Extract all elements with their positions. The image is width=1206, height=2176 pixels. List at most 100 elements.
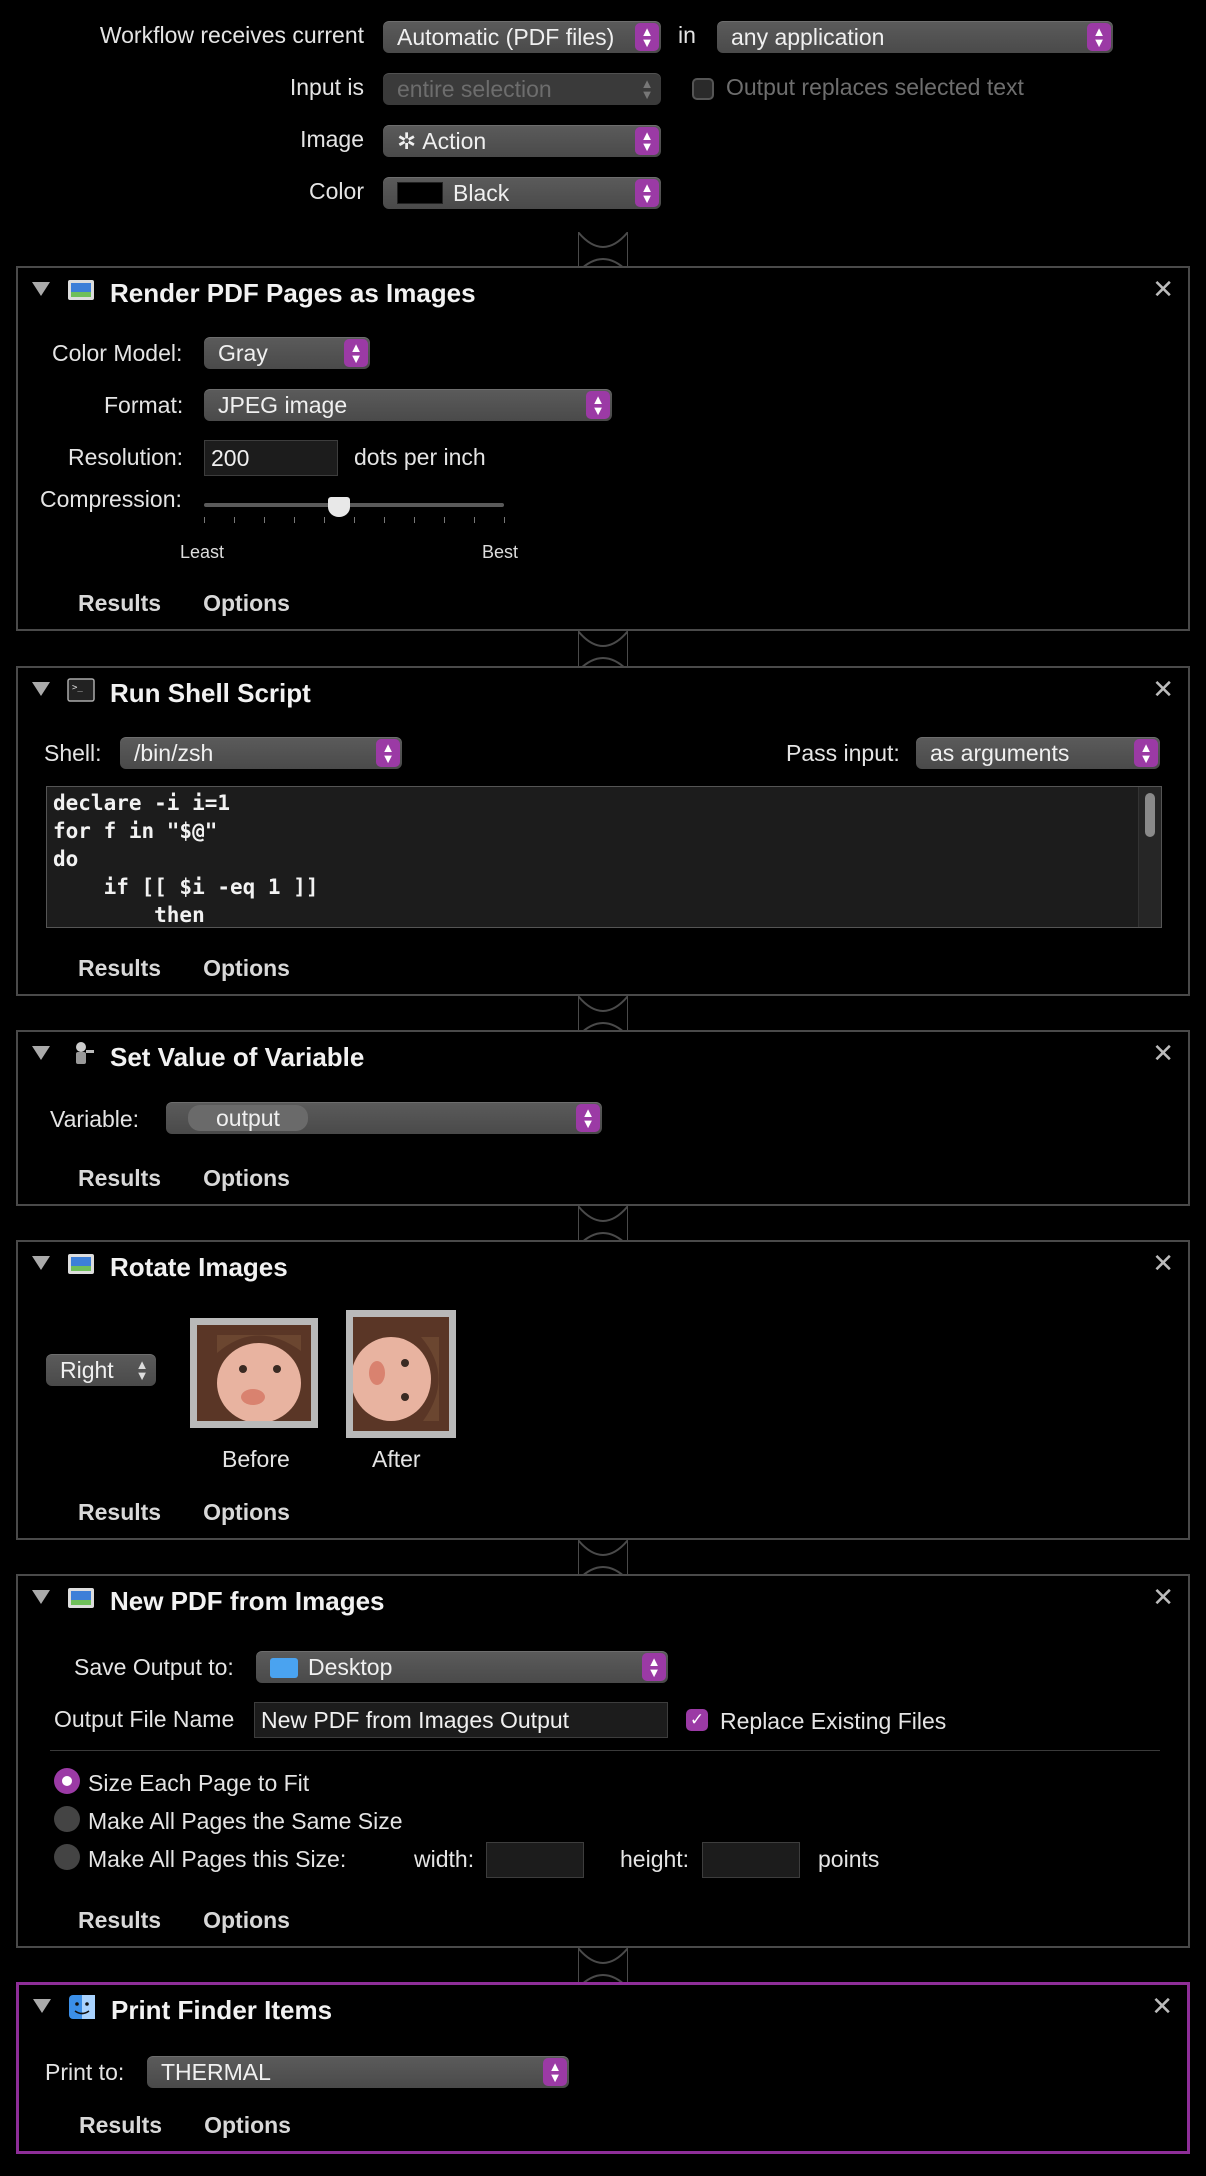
svg-text:>_: >_: [72, 683, 83, 693]
preview-app-icon: [68, 1588, 94, 1608]
results-tab[interactable]: Results: [78, 1907, 162, 1933]
slider-tick: [294, 517, 295, 523]
new-pdf-from-images-action: New PDF from Images ✕ Save Output to: De…: [16, 1574, 1190, 1948]
action-title: Print Finder Items: [111, 1995, 333, 2025]
up-down-chevron-icon: ▲▼: [543, 2058, 567, 2086]
action-tabs: Results Options: [78, 955, 332, 982]
disclosure-triangle-icon[interactable]: [32, 1046, 50, 1060]
application-value: any application: [731, 24, 885, 50]
options-tab[interactable]: Options: [203, 1499, 290, 1525]
replace-text-checkbox[interactable]: [692, 78, 714, 100]
close-icon[interactable]: ✕: [1152, 274, 1174, 304]
close-icon[interactable]: ✕: [1152, 1038, 1174, 1068]
results-tab[interactable]: Results: [78, 955, 162, 981]
in-label: in: [678, 22, 696, 48]
action-title: Set Value of Variable: [110, 1042, 365, 1072]
replace-files-checkbox[interactable]: ✓: [686, 1709, 708, 1731]
image-label: Image: [300, 126, 364, 152]
action-connector: [578, 1948, 628, 1988]
slider-tick: [384, 517, 385, 523]
disclosure-triangle-icon[interactable]: [32, 282, 50, 296]
up-down-chevron-icon: ▲▼: [640, 76, 654, 102]
format-popup[interactable]: JPEG image ▲▼: [204, 389, 612, 421]
after-label: After: [372, 1446, 421, 1472]
save-output-popup[interactable]: Desktop ▲▼: [256, 1651, 668, 1683]
results-tab[interactable]: Results: [78, 1499, 162, 1525]
disclosure-triangle-icon[interactable]: [32, 1256, 50, 1270]
this-size-label: Make All Pages this Size:: [88, 1846, 347, 1872]
close-icon[interactable]: ✕: [1152, 1248, 1174, 1278]
options-tab[interactable]: Options: [203, 590, 290, 616]
results-tab[interactable]: Results: [78, 590, 162, 616]
rotate-direction-popup[interactable]: Right ▲▼: [46, 1354, 156, 1386]
options-tab[interactable]: Options: [203, 1907, 290, 1933]
resolution-unit: dots per inch: [354, 444, 486, 470]
shell-popup[interactable]: /bin/zsh ▲▼: [120, 737, 402, 769]
slider-tick: [324, 517, 325, 523]
child-face-image: [197, 1325, 311, 1423]
pass-input-label: Pass input:: [786, 740, 900, 766]
color-model-value: Gray: [218, 340, 268, 366]
slider-tick: [444, 517, 445, 523]
replace-text-label: Output replaces selected text: [726, 74, 1024, 100]
shell-value: /bin/zsh: [134, 740, 214, 766]
script-code: declare -i i=1 for f in "$@" do if [[ $i…: [53, 791, 319, 927]
slider-tick: [354, 517, 355, 523]
resolution-input[interactable]: 200: [204, 440, 338, 476]
input-popup[interactable]: entire selection ▲▼: [383, 73, 661, 105]
slider-knob[interactable]: [328, 497, 350, 517]
compression-slider[interactable]: [204, 497, 505, 527]
up-down-chevron-icon: ▲▼: [1087, 23, 1111, 51]
variable-token: output: [188, 1105, 308, 1131]
editor-scrollbar[interactable]: [1138, 787, 1161, 927]
close-icon[interactable]: ✕: [1152, 674, 1174, 704]
height-label: height:: [620, 1846, 690, 1872]
least-label: Least: [180, 542, 225, 562]
results-tab[interactable]: Results: [78, 1165, 162, 1191]
action-connector: [578, 996, 628, 1036]
gear-icon: ✲: [397, 128, 417, 154]
options-tab[interactable]: Options: [204, 2112, 291, 2138]
print-to-label: Print to:: [45, 2059, 125, 2085]
print-to-popup[interactable]: THERMAL ▲▼: [147, 2056, 569, 2088]
height-input[interactable]: [702, 1842, 800, 1878]
action-tabs: Results Options: [79, 2112, 333, 2139]
set-value-of-variable-action: Set Value of Variable ✕ Variable: output…: [16, 1030, 1190, 1206]
script-editor[interactable]: declare -i i=1 for f in "$@" do if [[ $i…: [46, 786, 1162, 928]
up-down-chevron-icon: ▲▼: [586, 391, 610, 419]
print-to-value: THERMAL: [161, 2059, 271, 2085]
shell-label: Shell:: [44, 740, 102, 766]
image-popup[interactable]: ✲Action ▲▼: [383, 125, 661, 157]
width-input[interactable]: [486, 1842, 584, 1878]
scrollbar-thumb[interactable]: [1145, 793, 1155, 837]
application-popup[interactable]: any application ▲▼: [717, 21, 1113, 53]
action-connector: [578, 232, 628, 272]
results-tab[interactable]: Results: [79, 2112, 163, 2138]
close-icon[interactable]: ✕: [1152, 1582, 1174, 1612]
up-down-chevron-icon: ▲▼: [635, 127, 659, 155]
color-model-popup[interactable]: Gray ▲▼: [204, 337, 370, 369]
finder-icon: [69, 1995, 95, 2019]
receives-label: Workflow receives current: [99, 22, 364, 48]
size-fit-radio[interactable]: [54, 1768, 80, 1794]
same-size-radio[interactable]: [54, 1806, 80, 1832]
pass-input-popup[interactable]: as arguments ▲▼: [916, 737, 1160, 769]
receives-popup[interactable]: Automatic (PDF files) ▲▼: [383, 21, 661, 53]
variable-popup[interactable]: output ▲▼: [166, 1102, 602, 1134]
disclosure-triangle-icon[interactable]: [33, 1999, 51, 2013]
disclosure-triangle-icon[interactable]: [32, 1590, 50, 1604]
disclosure-triangle-icon[interactable]: [32, 682, 50, 696]
terminal-icon: >_: [67, 678, 95, 702]
file-name-input[interactable]: New PDF from Images Output: [254, 1702, 668, 1738]
options-tab[interactable]: Options: [203, 1165, 290, 1191]
this-size-radio[interactable]: [54, 1844, 80, 1870]
options-tab[interactable]: Options: [203, 955, 290, 981]
receives-value: Automatic (PDF files): [397, 24, 615, 50]
slider-tick: [264, 517, 265, 523]
close-icon[interactable]: ✕: [1151, 1991, 1173, 2021]
color-popup[interactable]: Black ▲▼: [383, 177, 661, 209]
radio-dot: [62, 1776, 72, 1786]
action-title: Render PDF Pages as Images: [110, 278, 476, 308]
save-output-label: Save Output to:: [74, 1654, 234, 1680]
slider-tick: [474, 517, 475, 523]
